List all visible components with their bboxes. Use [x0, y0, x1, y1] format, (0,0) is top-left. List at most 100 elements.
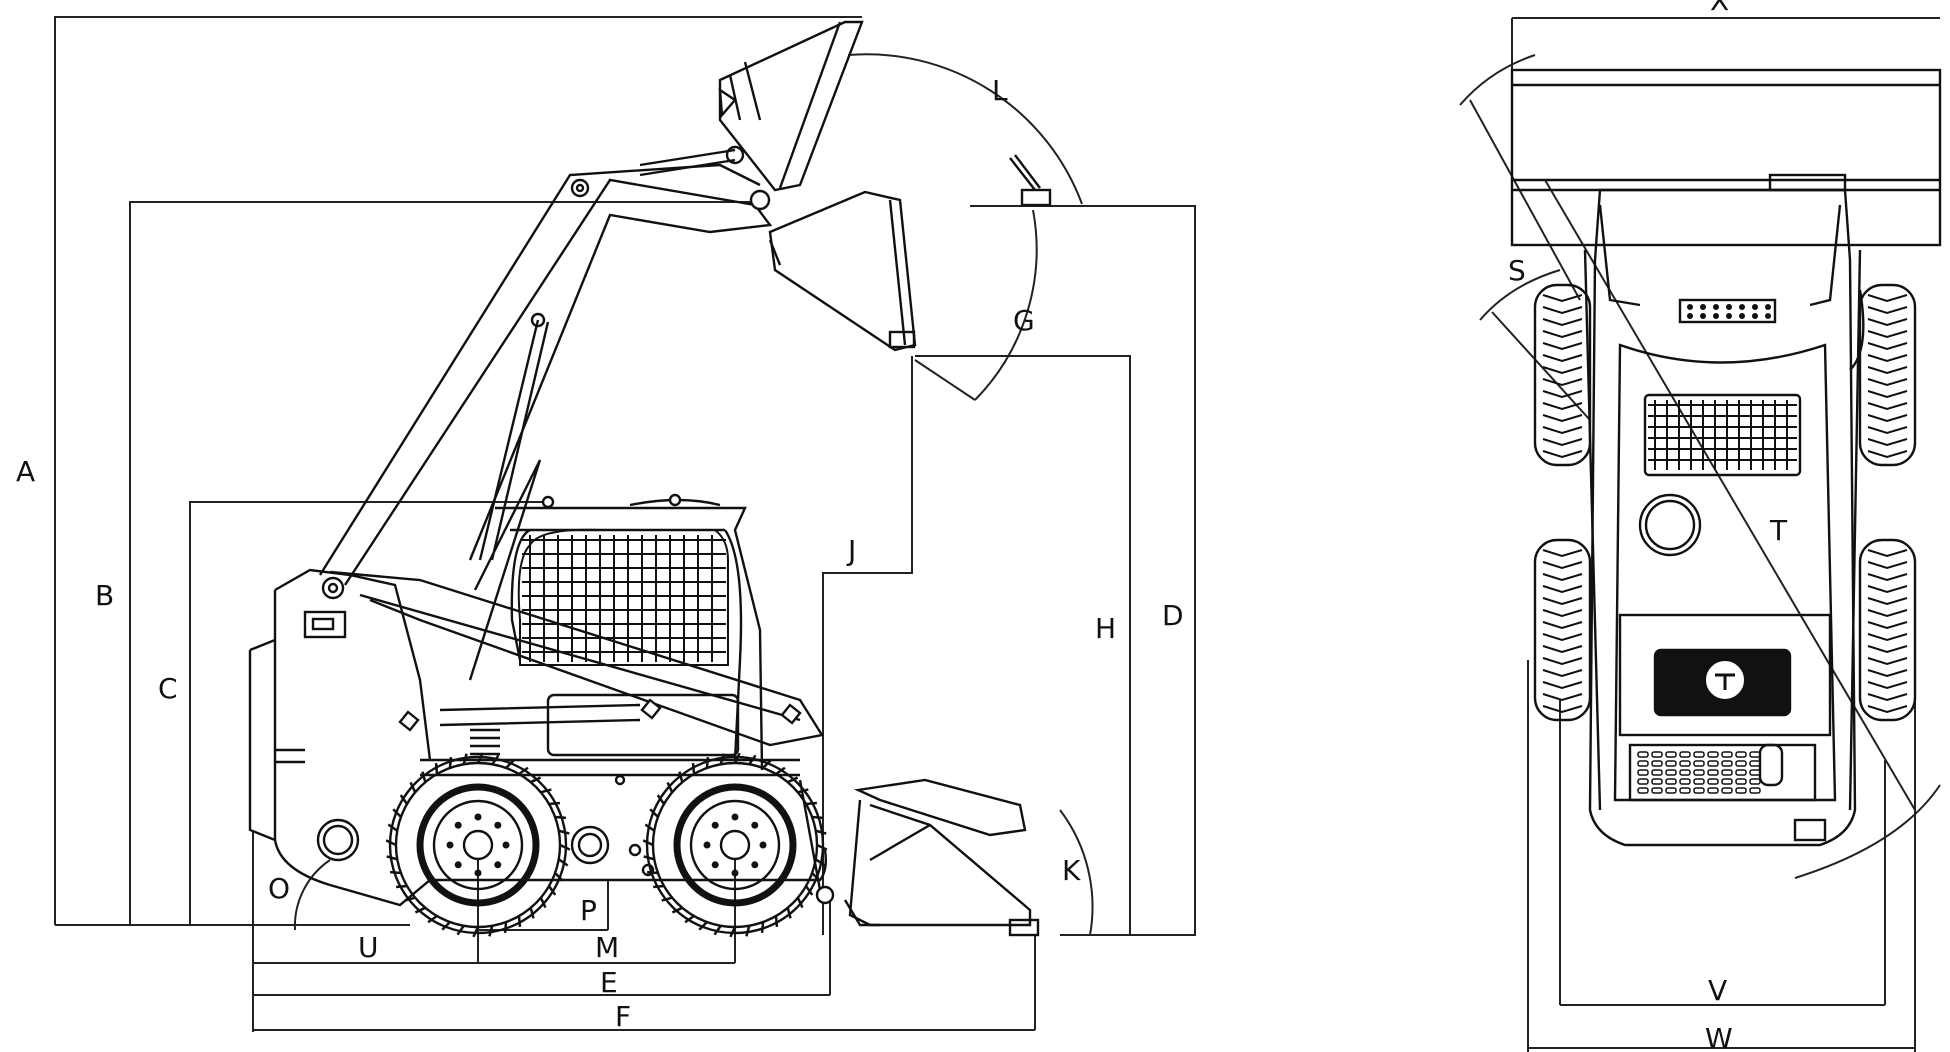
label-d: D [1162, 599, 1184, 632]
wheel-bolt [454, 861, 462, 869]
tire-tread [1867, 450, 1908, 459]
vent-slot [1679, 787, 1691, 794]
tire-tread [1867, 681, 1908, 690]
tire-tread [787, 776, 799, 784]
wheel-bolt [711, 861, 719, 869]
tire-tread [649, 808, 659, 818]
vent-slot [1693, 760, 1705, 767]
label-o: O [268, 872, 290, 905]
vent-slot [1665, 760, 1677, 767]
light-dot [1726, 313, 1732, 319]
tire-tread [1542, 354, 1583, 363]
vent-slot [1693, 769, 1705, 776]
top-view: X S T V W [1459, 0, 1942, 1052]
tire-tread [462, 753, 468, 765]
label-e: E [600, 966, 618, 999]
tire-tread [774, 915, 779, 927]
vent-slot [1637, 769, 1649, 776]
tire-tread [1542, 693, 1583, 702]
vent-slot [1693, 787, 1705, 794]
tire-tread [1867, 366, 1908, 375]
vent-slot [1707, 760, 1719, 767]
tire-tread [414, 906, 426, 914]
vent-slot [1735, 751, 1747, 758]
tire-tread [733, 752, 741, 764]
label-p: P [580, 894, 597, 927]
tire-tread [1542, 294, 1583, 303]
tire-tread [558, 858, 569, 867]
tire-tread [1867, 342, 1908, 351]
tire-tread [1867, 306, 1908, 315]
vent-slot [1665, 787, 1677, 794]
vent-slot [1735, 778, 1747, 785]
vent-slot [1749, 769, 1761, 776]
vent-slot [1721, 787, 1733, 794]
tire-tread [805, 801, 817, 806]
tire-tread [1542, 657, 1583, 666]
wheel-bolt [751, 861, 759, 869]
vent-slot [1637, 760, 1649, 767]
label-f: F [615, 1000, 631, 1033]
vent-slot [1637, 751, 1649, 758]
tire-tread [713, 925, 722, 936]
label-c: C [158, 672, 178, 705]
vent-slot [1735, 787, 1747, 794]
vent-slot [1721, 751, 1733, 758]
wheel-bolt [731, 813, 739, 821]
vent-slot [1749, 760, 1761, 767]
label-b: B [95, 579, 114, 612]
vent-slot [1679, 760, 1691, 767]
label-m: M [595, 931, 619, 964]
tire-tread [1867, 657, 1908, 666]
top-chassis [1583, 188, 1865, 847]
tire-tread [1542, 378, 1583, 387]
vent-slot [1721, 769, 1733, 776]
tire-tread [386, 855, 398, 861]
vent-slot [1637, 778, 1649, 785]
skid-steer-machine [248, 20, 1052, 938]
vent-slot [1651, 787, 1663, 794]
tire-tread [427, 914, 438, 924]
tire-tread [1542, 669, 1583, 678]
side-dimension-lines [54, 16, 1196, 1032]
vent-slot [1749, 751, 1761, 758]
tire-tread [1867, 330, 1908, 339]
tire-tread [1542, 573, 1583, 582]
tire-tread [505, 759, 515, 769]
tire-tread [1542, 330, 1583, 339]
light-dot [1752, 313, 1758, 319]
vent-slot [1693, 778, 1705, 785]
tire-tread [684, 914, 695, 924]
tire-tread [1542, 621, 1583, 630]
tire-tread [1867, 669, 1908, 678]
tire-tread [760, 921, 765, 934]
vent-slot [1707, 751, 1719, 758]
vent-slot [1679, 778, 1691, 785]
top-wheels [1533, 283, 1917, 722]
light-dot [1726, 304, 1732, 310]
tire-tread [1542, 426, 1583, 435]
tire-tread [559, 843, 571, 851]
tire-tread [547, 885, 557, 896]
tire-tread [1542, 414, 1583, 423]
wheel-bolt [494, 861, 502, 869]
tire-tread [804, 885, 814, 896]
tire-tread [1867, 549, 1908, 558]
label-l: L [992, 74, 1008, 107]
label-w: W [1705, 1022, 1733, 1052]
tire-tread [815, 858, 826, 867]
tire-tread [815, 829, 827, 835]
tire-tread [476, 752, 484, 764]
tire-tread [1542, 402, 1583, 411]
tire-tread [1542, 342, 1583, 351]
tire-tread [705, 756, 710, 769]
light-dot [1765, 304, 1771, 310]
light-dot [1687, 304, 1693, 310]
tire-tread [421, 771, 427, 783]
tire-tread [503, 921, 508, 934]
tire-tread [786, 907, 792, 919]
tire-tread [1867, 597, 1908, 606]
wheel-bolt [711, 821, 719, 829]
tire-tread [1867, 390, 1908, 399]
